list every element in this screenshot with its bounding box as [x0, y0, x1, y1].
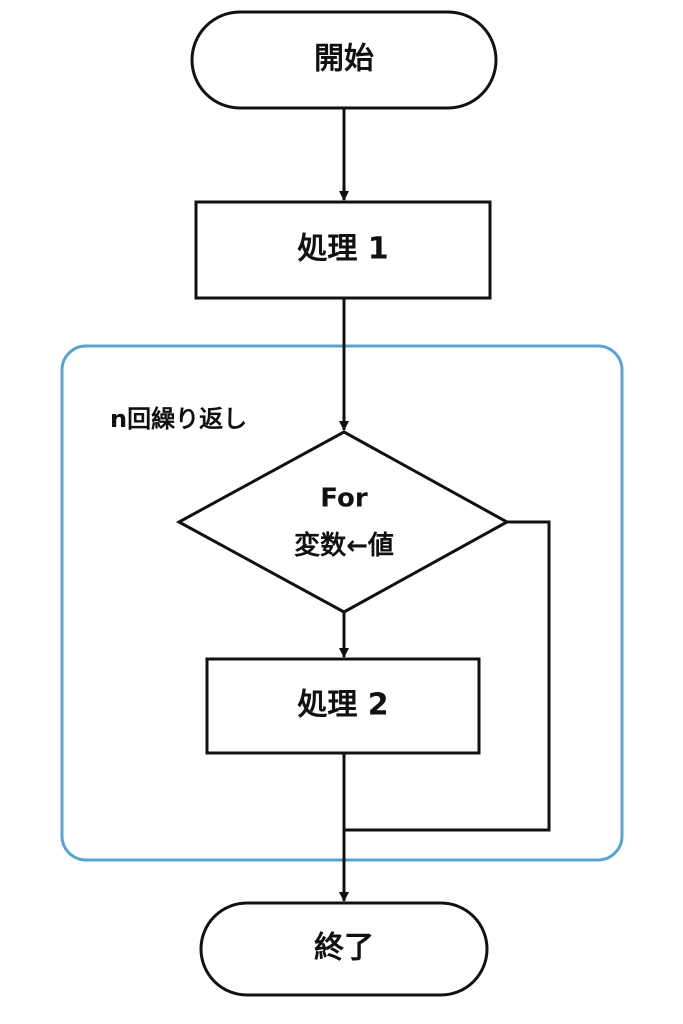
decision-diamond: [175, 430, 511, 614]
process-1-label: 処理 1: [297, 232, 388, 267]
connector-loop-exit: [344, 520, 551, 832]
process-2-box: [205, 657, 481, 755]
process-1-box: [194, 200, 492, 300]
end-label: 終了: [314, 931, 374, 966]
start-label: 開始: [314, 42, 374, 77]
process-2-label: 処理 2: [297, 688, 388, 723]
end-terminator: [199, 901, 489, 997]
decision-variable-text: 変数: [294, 530, 347, 561]
loop-label: n回繰り返し: [110, 405, 247, 433]
decision-value-text: 値: [367, 531, 394, 561]
decision-assign-label: 変数←値: [294, 530, 394, 561]
decision-for-label: For: [320, 484, 368, 514]
loop-container: [60, 344, 624, 862]
left-arrow-icon: ←: [346, 531, 368, 561]
